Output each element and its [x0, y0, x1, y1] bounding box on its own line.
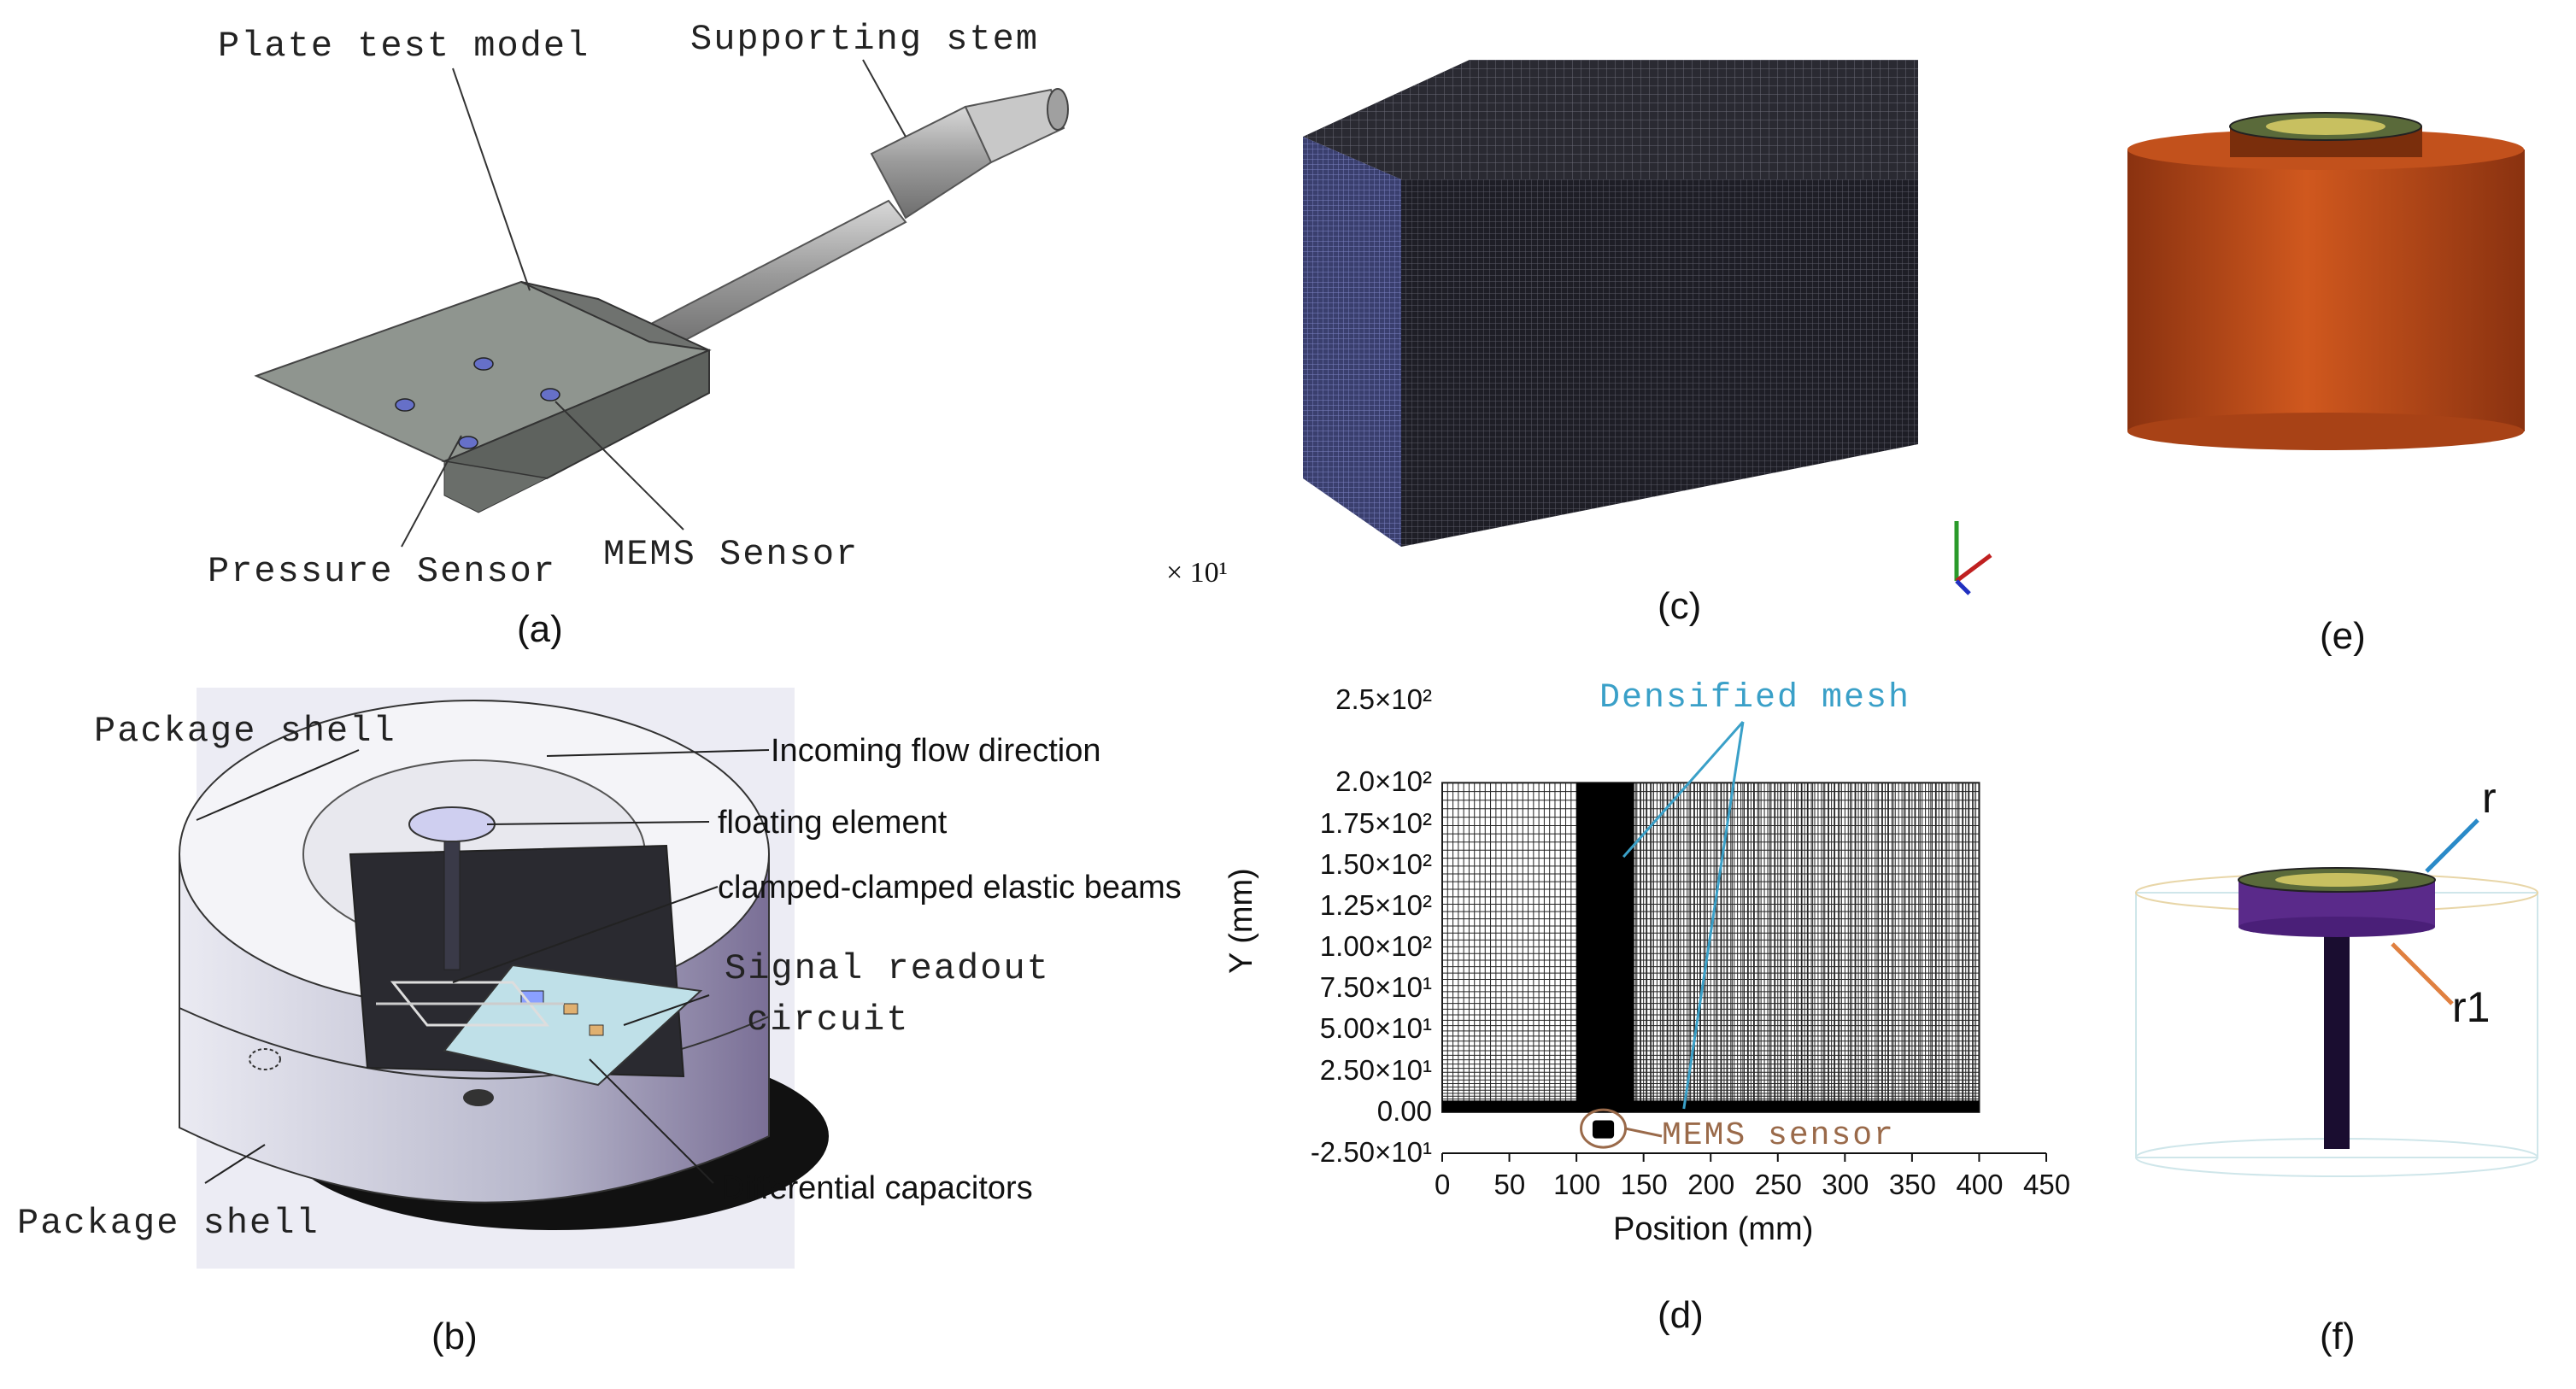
y-tick-label: 2.50×10¹ — [1319, 1053, 1432, 1086]
mems-leader — [1625, 1127, 1663, 1138]
panel-label-b: (b) — [431, 1316, 478, 1357]
y-tick-label: 1.25×10² — [1319, 888, 1432, 921]
panel-a-graphic — [254, 59, 1069, 548]
label-mems-sensor-a: MEMS Sensor — [603, 534, 860, 575]
label-pressure-sensor: Pressure Sensor — [208, 551, 557, 592]
y-tick-label: 7.50×10¹ — [1319, 971, 1432, 1004]
label-floating-element: floating element — [718, 805, 948, 841]
panel-e-graphic — [2127, 112, 2525, 450]
x-tick-label: 300 — [1822, 1169, 1869, 1200]
x-tick-label: 450 — [2023, 1169, 2071, 1200]
x-tick-label: 350 — [1888, 1169, 1936, 1200]
panel-c-graphic — [1303, 60, 1992, 595]
label-supporting-stem: Supporting stem — [690, 19, 1040, 60]
y-tick-label: 2.0×10² — [1335, 765, 1432, 798]
label-signal-readout-1: Signal readout — [725, 948, 1050, 989]
x-tick-label: 250 — [1754, 1169, 1802, 1200]
label-mems-sensor-d: MEMS sensor — [1662, 1117, 1895, 1154]
panel-label-d: (d) — [1658, 1294, 1704, 1336]
x-tick-label: 50 — [1493, 1169, 1526, 1200]
panel-label-c: (c) — [1658, 585, 1702, 627]
label-signal-readout-2: circuit — [747, 999, 910, 1040]
label-plate-test-model: Plate test model — [218, 26, 590, 67]
mesh-plot — [1441, 721, 2047, 1162]
label-package-shell-bottom: Package shell — [17, 1203, 320, 1244]
label-r: r — [2482, 774, 2497, 822]
x-tick-label: 100 — [1553, 1169, 1601, 1200]
y-tick-label: 1.50×10² — [1319, 847, 1432, 880]
y-tick-label: -2.50×10¹ — [1310, 1136, 1432, 1168]
y-tick-label: 1.75×10² — [1319, 806, 1432, 839]
y-tick-label: 5.00×10¹ — [1319, 1012, 1432, 1045]
densified-arrow-1 — [1622, 721, 1745, 859]
densified-region — [1576, 782, 1634, 1112]
x-tick-label: 200 — [1687, 1169, 1735, 1200]
x-axis-label: Position (mm) — [1613, 1211, 1814, 1247]
x-tick-label: 0 — [1435, 1169, 1451, 1200]
scale-note: × 10¹ — [1166, 557, 1228, 589]
mesh-lines — [1441, 782, 1980, 1113]
y-axis-label: Y (mm) — [1223, 868, 1259, 974]
panel-label-a: (a) — [517, 608, 563, 650]
panel-b-graphic — [179, 688, 829, 1269]
y-tick-label: 0.00 — [1376, 1094, 1432, 1127]
panel-label-f: (f) — [2320, 1316, 2356, 1357]
label-densified-mesh: Densified mesh — [1599, 679, 1911, 718]
label-package-shell-top: Package shell — [94, 711, 396, 752]
label-differential-capacitors: Differential capacitors — [721, 1170, 1033, 1206]
label-beams: clamped-clamped elastic beams — [718, 870, 1182, 905]
label-incoming-flow: Incoming flow direction — [771, 733, 1101, 769]
densified-arrow-2 — [1682, 721, 1745, 1110]
y-tick-label: 1.00×10² — [1319, 930, 1432, 963]
x-tick-label: 400 — [1956, 1169, 2004, 1200]
label-r1: r1 — [2452, 983, 2491, 1031]
x-tick-label: 150 — [1620, 1169, 1668, 1200]
panel-f-graphic — [2135, 818, 2538, 1177]
mems-sensor-shape — [1592, 1120, 1615, 1139]
panel-label-e: (e) — [2320, 615, 2366, 657]
near-wall-region — [1442, 1100, 1980, 1112]
y-tick-label: 2.5×10² — [1335, 683, 1432, 715]
